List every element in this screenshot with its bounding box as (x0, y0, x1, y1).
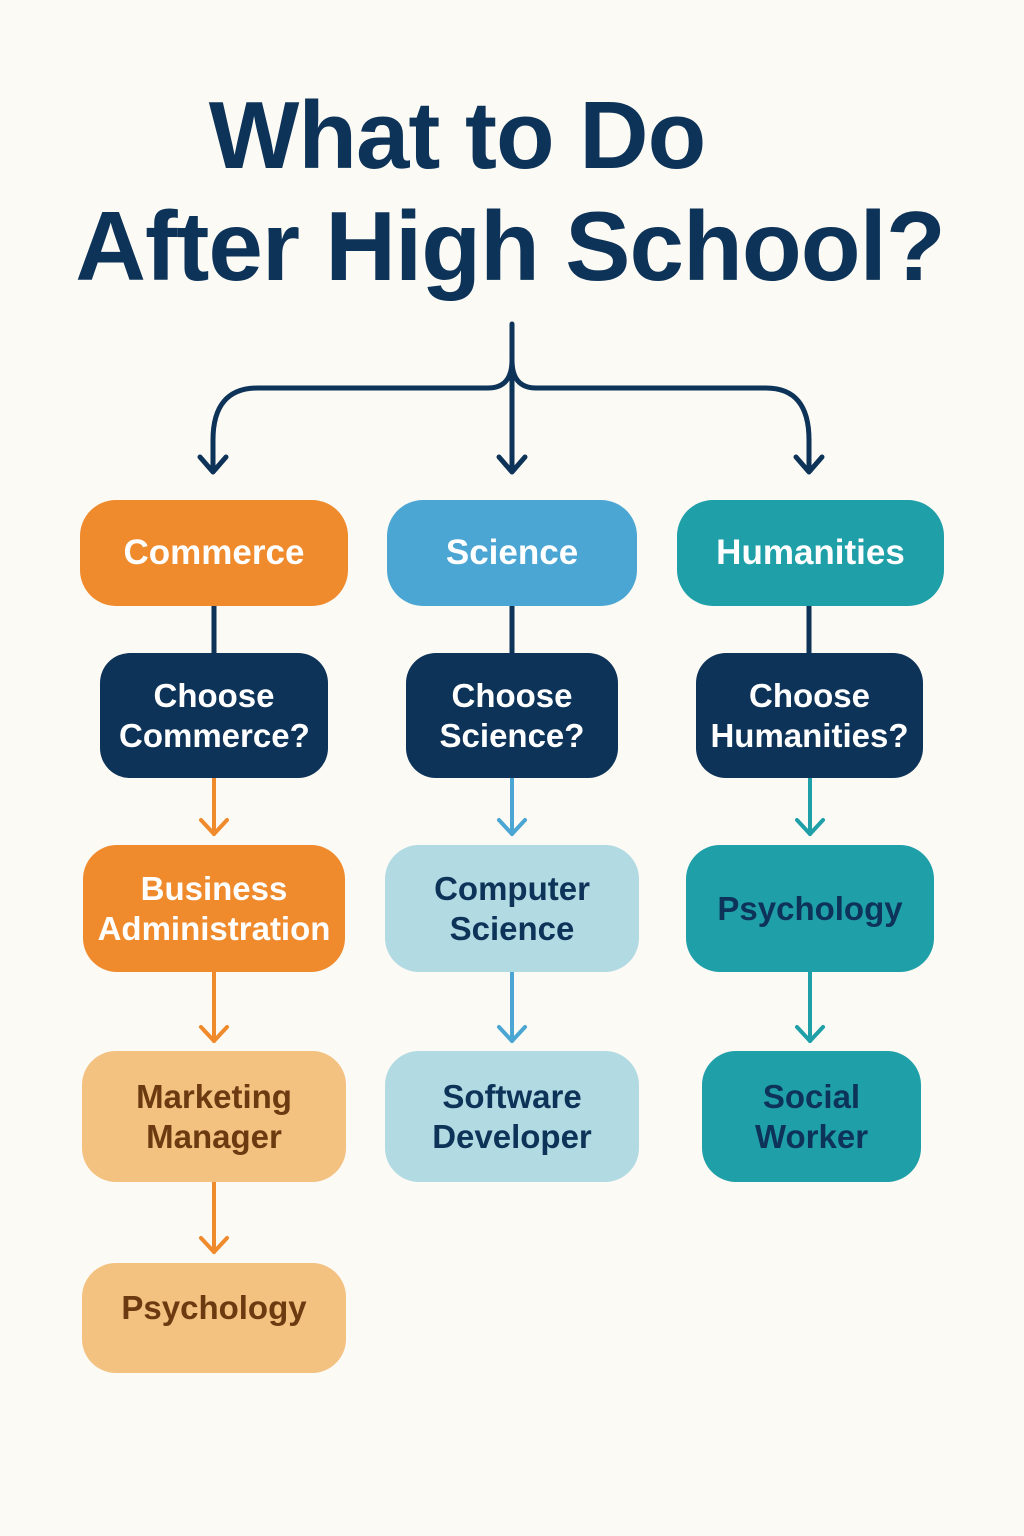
arrow-down-icon (795, 818, 825, 836)
arrow-down-icon (497, 1025, 527, 1043)
choose-science-node[interactable]: Choose Science? (406, 653, 618, 778)
arrow-down-icon (199, 1025, 229, 1043)
arrow-down-icon (199, 818, 229, 836)
step-label: Psychology (717, 889, 903, 927)
stream-label: Commerce (123, 533, 305, 572)
choose-humanities-node[interactable]: Choose Humanities? (696, 653, 923, 778)
arrow-down-icon (496, 454, 528, 475)
step-label: Marketing Manager (136, 1077, 292, 1155)
humanities-step-social-worker[interactable]: Social Worker (702, 1051, 921, 1182)
step-label: Psychology (121, 1289, 307, 1327)
question-label: Choose Science? (439, 676, 585, 754)
choose-commerce-node[interactable]: Choose Commerce? (100, 653, 328, 778)
stream-science[interactable]: Science (387, 500, 637, 606)
science-step-software-developer[interactable]: Software Developer (385, 1051, 639, 1182)
arrow-down-icon (795, 1025, 825, 1043)
step-label: Business Administration (97, 869, 331, 947)
step-label: Software Developer (432, 1077, 592, 1155)
page-title-line-2: After High School? (75, 191, 945, 301)
branch-right (509, 357, 812, 473)
commerce-step-marketing-manager[interactable]: Marketing Manager (82, 1051, 346, 1182)
humanities-step-psychology[interactable]: Psychology (686, 845, 934, 972)
commerce-step-psychology[interactable]: Psychology (82, 1263, 346, 1373)
page-title-line-1: What to Do (208, 82, 707, 189)
stream-label: Science (445, 533, 579, 572)
stream-commerce[interactable]: Commerce (80, 500, 348, 606)
arrow-down-icon (197, 454, 229, 475)
step-label: Social Worker (754, 1077, 869, 1155)
stream-label: Humanities (716, 533, 905, 572)
arrow-down-icon (793, 454, 825, 475)
question-label: Choose Humanities? (710, 676, 909, 754)
arrow-down-icon (497, 818, 527, 836)
science-step-computer-science[interactable]: Computer Science (385, 845, 639, 972)
question-label: Choose Commerce? (119, 676, 310, 754)
arrow-down-icon (199, 1236, 229, 1254)
branch-left (210, 357, 515, 473)
commerce-step-business-administration[interactable]: Business Administration (83, 845, 345, 972)
stream-humanities[interactable]: Humanities (677, 500, 944, 606)
step-label: Computer Science (434, 869, 590, 947)
